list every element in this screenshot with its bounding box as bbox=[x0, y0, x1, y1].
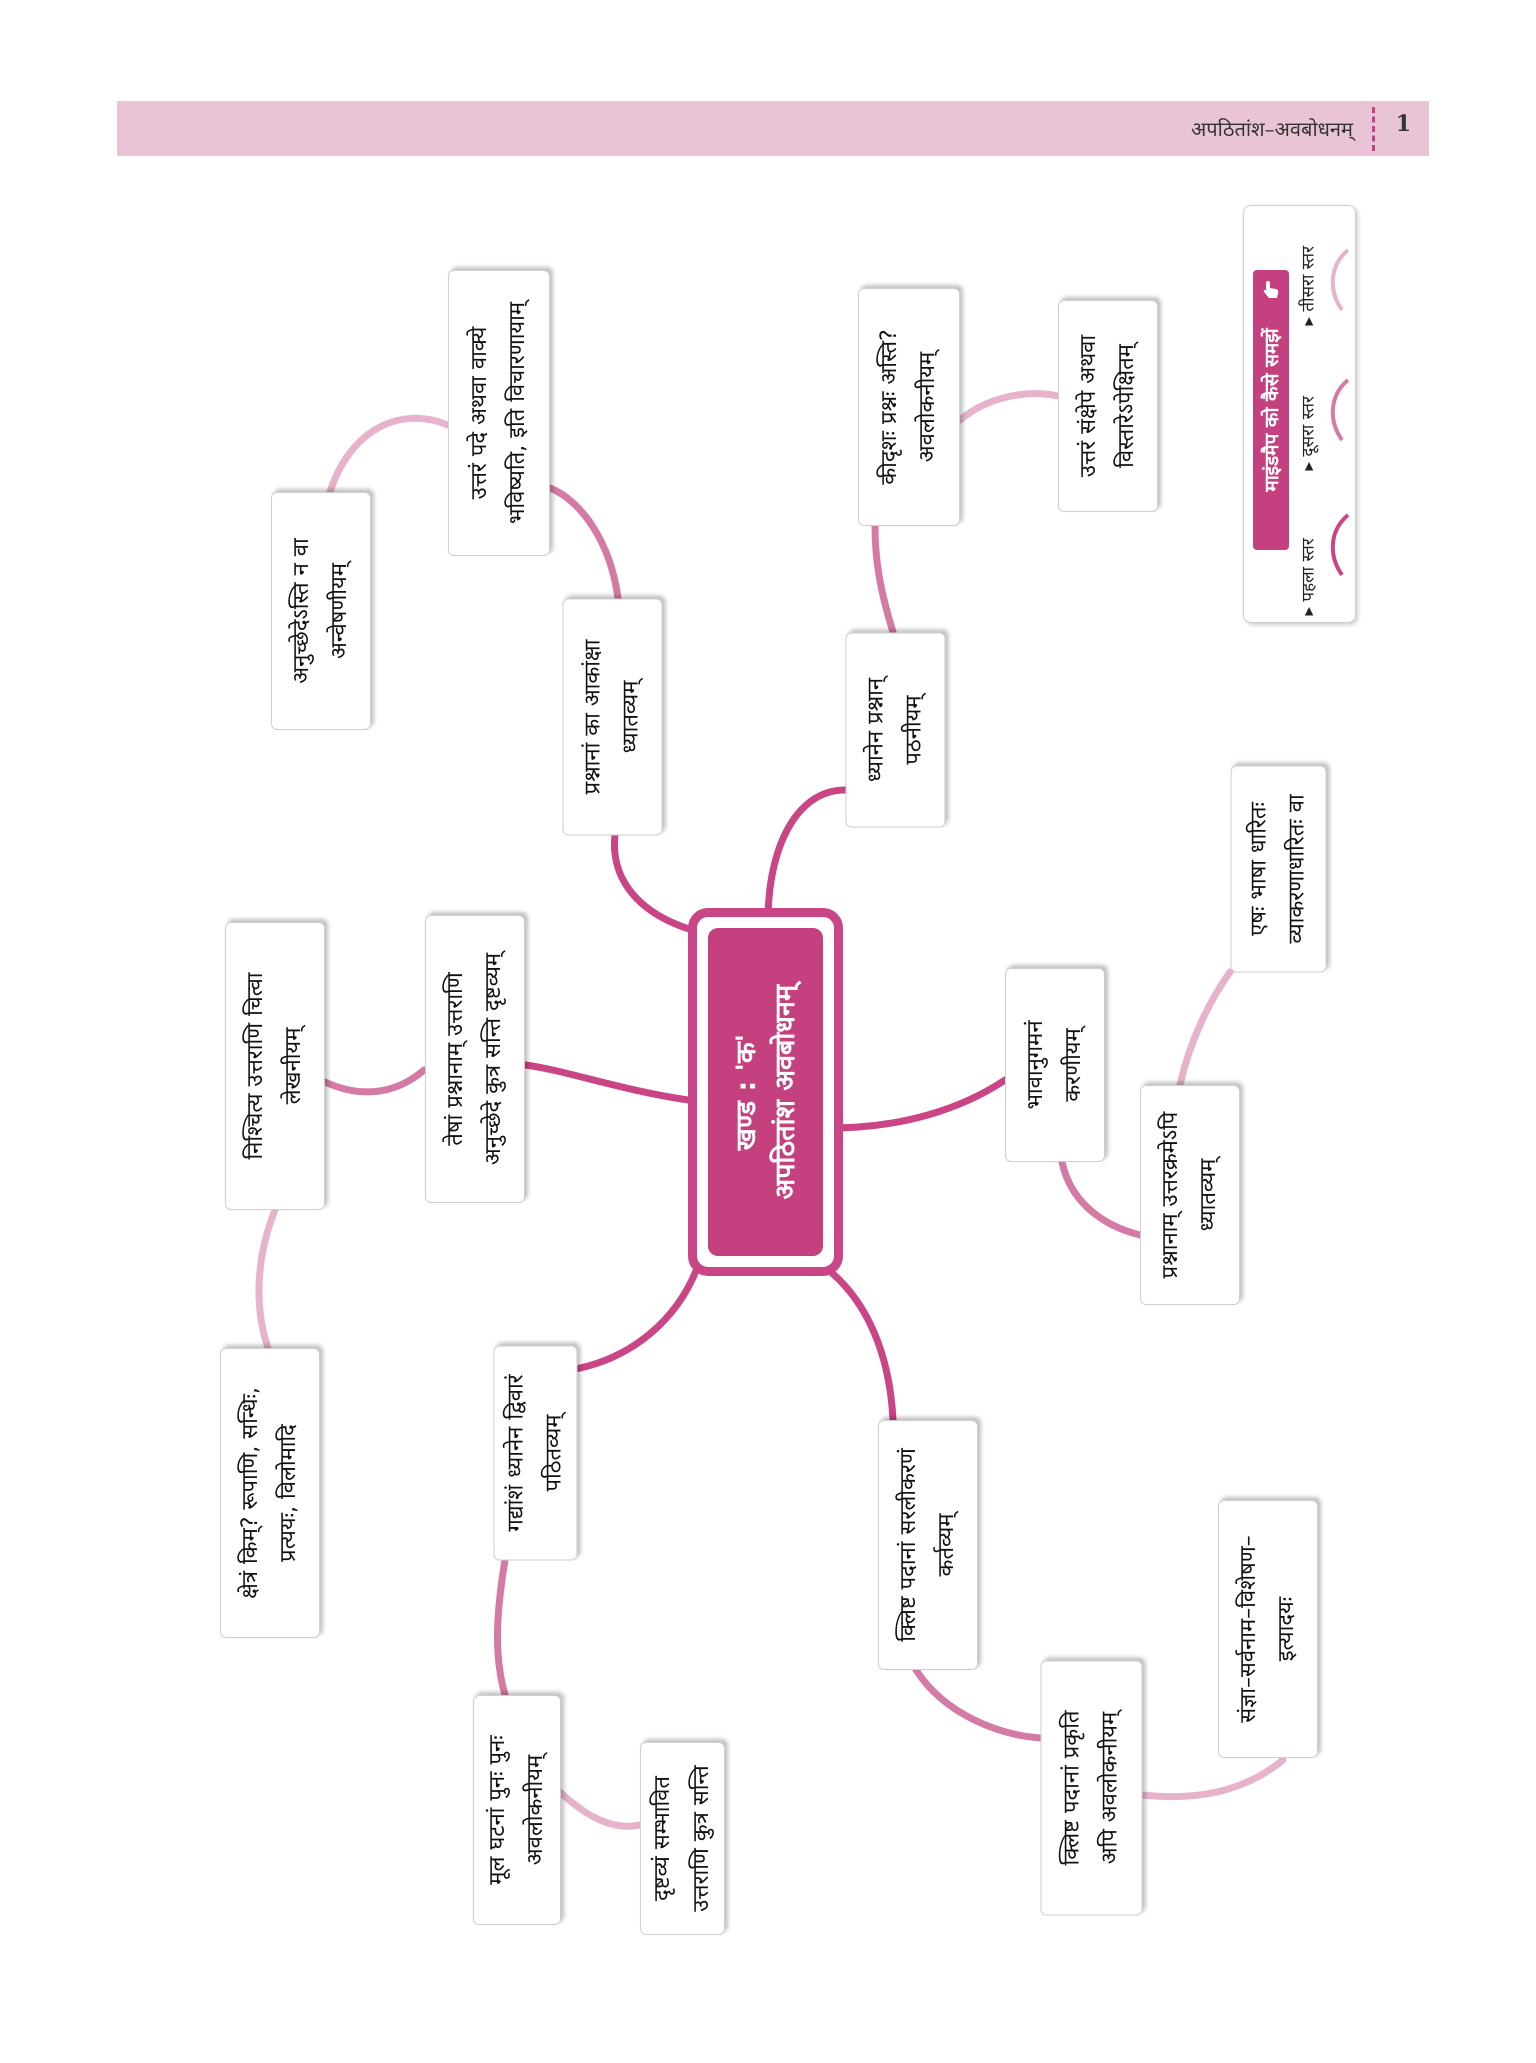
connector-n4-n5 bbox=[871, 522, 897, 636]
connector-n14-n15 bbox=[556, 1788, 644, 1830]
legend-title-banner: माइंडमैप को कैसे समझें bbox=[1253, 270, 1289, 550]
node-text-line: पठनीयम् bbox=[901, 694, 926, 765]
connector-n8-n9 bbox=[1176, 968, 1234, 1089]
node-text-line: ध्यातव्यम् bbox=[1196, 1158, 1221, 1232]
legend-arcs bbox=[1330, 248, 1350, 577]
node-n11: निश्चित्य उत्तराणि चित्वा लेखनीयम् bbox=[225, 922, 325, 1210]
node-n4: ध्यानेन प्रश्नान् पठनीयम् bbox=[845, 632, 945, 827]
legend-bullet-icon: ▸ bbox=[1298, 456, 1319, 470]
legend-item-level3: ▸ तीसरा स्तर bbox=[1290, 215, 1324, 325]
node-n14: मूल घटनां पुनः पुनः अवलोकनीयम् bbox=[473, 1695, 561, 1925]
legend-bullet-icon: ▸ bbox=[1298, 311, 1319, 325]
node-text-line: क्लिष्ट पदानां प्रकृति bbox=[1058, 1710, 1084, 1865]
node-text-line: भावानुगमनं bbox=[1022, 1020, 1048, 1110]
node-text-line: एषः भाषा धारितः bbox=[1245, 801, 1271, 936]
connector-n1-n2 bbox=[546, 484, 622, 602]
connector-n10-n11 bbox=[321, 1066, 428, 1096]
node-n18: संज्ञा–सर्वनाम–विशेषण– इत्यादयः bbox=[1218, 1500, 1318, 1758]
center-node-line2: अपठितांश अवबोधनम् bbox=[769, 984, 801, 1200]
node-n9: एषः भाषा धारितः व्याकरणाधारितः वा bbox=[1230, 765, 1326, 972]
node-text-line: दृष्टव्यं सम्भावित bbox=[650, 1776, 675, 1901]
node-text-line: मूल घटनां पुनः पुनः bbox=[484, 1735, 510, 1885]
node-text-line: करणीयम् bbox=[1061, 1028, 1086, 1102]
node-n15: दृष्टव्यं सम्भावित उत्तराणि कुत्र सन्ति bbox=[640, 1742, 725, 1935]
node-n13: गद्यांशं ध्यानेन द्विवारं पठितव्यम् bbox=[493, 1345, 577, 1560]
connector-center-n10 bbox=[521, 1061, 692, 1104]
node-text-line: कर्तव्यम् bbox=[934, 1513, 959, 1577]
node-n2: उत्तरं पदे अथवा वाक्ये भविष्यति, इति विचा… bbox=[448, 270, 550, 556]
node-text-line: प्रश्नानां का आकांक्षा bbox=[579, 639, 605, 794]
node-text-line: लेखनीयम् bbox=[281, 1027, 306, 1105]
legend-arc-level2 bbox=[1330, 378, 1350, 442]
node-n16: क्लिष्ट पदानां सरलीकरणं कर्तव्यम् bbox=[878, 1420, 978, 1670]
node-text-line: इत्यादयः bbox=[1274, 1596, 1299, 1662]
node-text-line: अवलोकनीयम् bbox=[523, 1754, 548, 1866]
node-text-line: विस्तारेऽपेक्षितम् bbox=[1114, 344, 1139, 468]
node-text-line: भविष्यति, इति विचारणायाम् bbox=[505, 301, 530, 525]
connector-n7-n8 bbox=[1058, 1158, 1144, 1239]
node-text-line: ध्यानेन प्रश्नान् bbox=[862, 677, 888, 782]
legend-item-level1: ▸ पहला स्तर bbox=[1290, 505, 1324, 615]
node-n8: प्रश्नानाम् उत्तरक्रमेऽपि ध्यातव्यम् bbox=[1140, 1085, 1240, 1305]
legend-item-level2: ▸ दूसरा स्तर bbox=[1290, 360, 1324, 470]
legend-title: माइंडमैप को कैसे समझें bbox=[1261, 328, 1283, 492]
center-node-line1: खण्ड : 'क' bbox=[730, 1033, 762, 1151]
node-text-line: कीदृशः प्रश्नः अस्ति? bbox=[876, 329, 902, 485]
connector-n13-n14 bbox=[494, 1556, 509, 1699]
connector-center-n13 bbox=[566, 1256, 704, 1374]
page-header: अपठितांश–अवबोधनम् 1 bbox=[117, 101, 1429, 156]
node-text-line: अनुच्छेदेऽस्ति न वा bbox=[288, 538, 314, 684]
node-text-line: क्षेत्रं किम्? रूपाणि, सन्धिः, bbox=[237, 1387, 263, 1599]
node-text-line: गद्यांशं ध्यानेन द्विवारं bbox=[502, 1373, 528, 1532]
node-text-line: अन्वेषणीयम् bbox=[327, 563, 352, 659]
legend-level-label: दूसरा स्तर bbox=[1298, 395, 1319, 457]
node-text-line: ध्यातव्यम् bbox=[618, 680, 643, 753]
hand-pointer-icon bbox=[1257, 276, 1285, 304]
page-number: 1 bbox=[1395, 111, 1411, 137]
node-text-line: संज्ञा–सर्वनाम–विशेषण– bbox=[1235, 1535, 1261, 1723]
node-n6: उत्तरं संक्षेपे अथवा विस्तारेऽपेक्षितम् bbox=[1058, 300, 1158, 512]
node-text-line: तेषां प्रश्नानाम् उत्तराणि bbox=[442, 972, 468, 1146]
legend-level-label: तीसरा स्तर bbox=[1298, 245, 1319, 312]
node-text-line: उत्तरं संक्षेपे अथवा bbox=[1075, 334, 1101, 478]
center-node: खण्ड : 'क' अपठितांश अवबोधनम् bbox=[708, 928, 823, 1256]
node-text-line: व्याकरणाधारितः वा bbox=[1284, 793, 1309, 944]
connector-center-n16 bbox=[818, 1261, 897, 1424]
node-text-line: उत्तरं पदे अथवा वाक्ये bbox=[466, 326, 492, 500]
connector-n2-n3 bbox=[326, 414, 452, 496]
node-text-line: क्लिष्ट पदानां सरलीकरणं bbox=[895, 1448, 921, 1642]
connector-n11-n12 bbox=[255, 1206, 279, 1352]
node-n5: कीदृशः प्रश्नः अस्ति? अवलोकनीयम् bbox=[858, 288, 960, 526]
node-n17: क्लिष्ट पदानां प्रकृति अपि अवलोकनीयम् bbox=[1040, 1660, 1142, 1915]
node-n7: भावानुगमनं करणीयम् bbox=[1005, 968, 1105, 1162]
node-text-line: अवलोकनीयम् bbox=[915, 351, 940, 463]
node-text-line: उत्तराणि कुत्र सन्ति bbox=[688, 1765, 714, 1912]
header-title: अपठितांश–अवबोधनम् bbox=[1191, 117, 1353, 141]
legend-arc-level1 bbox=[1330, 513, 1350, 577]
node-text-line: पठितव्यम् bbox=[541, 1414, 566, 1491]
connector-center-n4 bbox=[764, 786, 849, 919]
node-text-line: प्रश्नानाम् उत्तरक्रमेऽपि bbox=[1157, 1111, 1183, 1279]
node-n1: प्रश्नानां का आकांक्षा ध्यातव्यम् bbox=[562, 598, 662, 835]
connector-n17-n18 bbox=[1138, 1756, 1287, 1801]
legend-bullet-icon: ▸ bbox=[1298, 601, 1319, 615]
node-text-line: अपि अवलोकनीयम् bbox=[1097, 1711, 1122, 1864]
connector-n5-n6 bbox=[956, 390, 1062, 424]
legend-arc-level3 bbox=[1330, 248, 1350, 312]
node-n3: अनुच्छेदेऽस्ति न वा अन्वेषणीयम् bbox=[271, 492, 371, 730]
node-n10: तेषां प्रश्नानाम् उत्तराणि अनुच्छेदे कुत्… bbox=[425, 915, 525, 1203]
connector-center-n7 bbox=[826, 1076, 1009, 1132]
node-text-line: निश्चित्य उत्तराणि चित्वा bbox=[242, 972, 268, 1160]
connector-n16-n17 bbox=[912, 1666, 1044, 1742]
node-text-line: प्रत्ययः, विलोमादि bbox=[276, 1424, 301, 1562]
node-n12: क्षेत्रं किम्? रूपाणि, सन्धिः, प्रत्ययः, … bbox=[220, 1348, 320, 1638]
header-divider bbox=[1372, 107, 1375, 151]
legend-level-label: पहला स्तर bbox=[1298, 537, 1319, 602]
node-text-line: अनुच्छेदे कुत्र सन्ति दृष्टव्यम् bbox=[481, 952, 506, 1166]
